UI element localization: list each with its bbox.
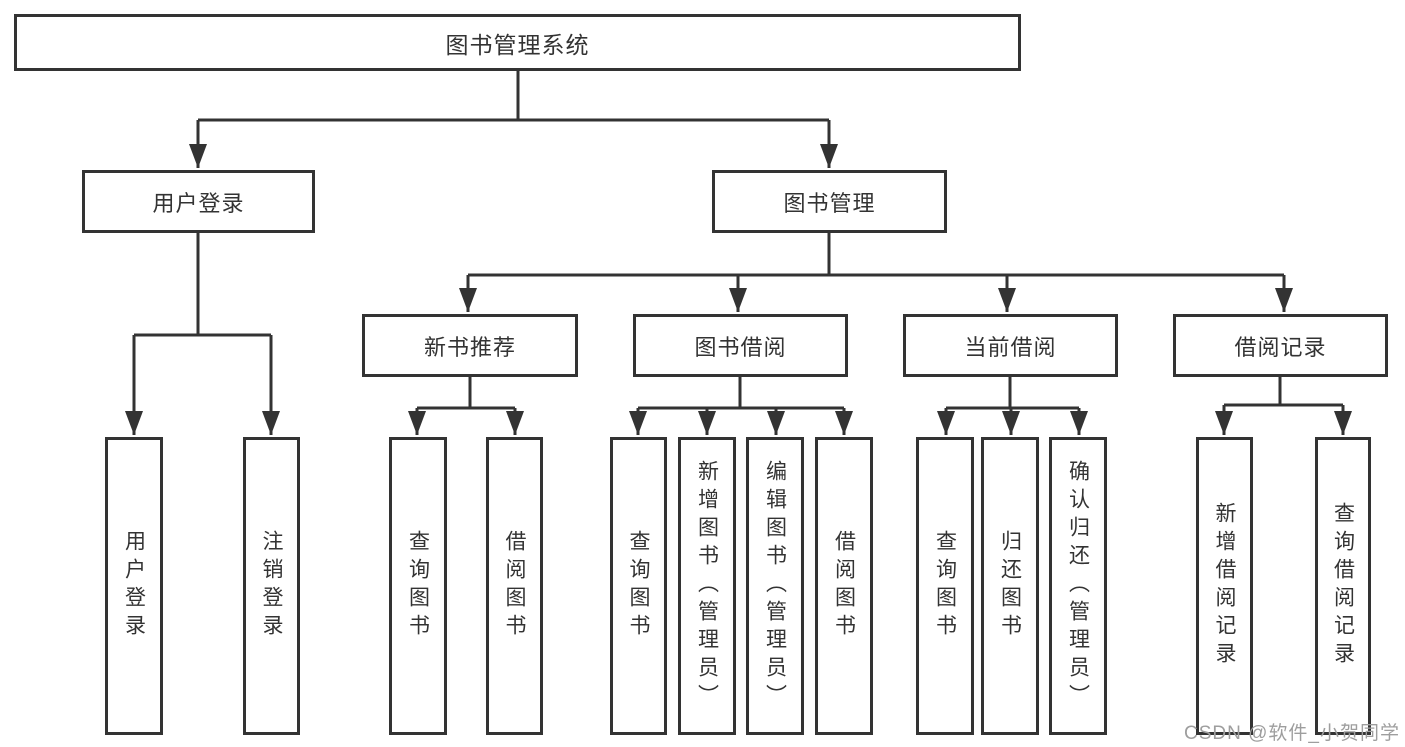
node-current-borrowing-label: 当前借阅	[964, 334, 1057, 360]
node-borrowing-records-label: 借阅记录	[1234, 334, 1327, 360]
node-book-borrowing: 图书借阅	[633, 314, 848, 377]
node-query-borrow-record-label: 查询借阅记录	[1331, 502, 1355, 670]
node-add-book-label: 新增图书（管理员）	[695, 460, 719, 712]
node-borrowing-records: 借阅记录	[1173, 314, 1388, 377]
node-query-book-2-label: 查询图书	[627, 530, 650, 642]
node-confirm-return: 确认归还（管理员）	[1049, 437, 1107, 735]
node-query-book-3: 查询图书	[916, 437, 974, 735]
node-current-borrowing: 当前借阅	[903, 314, 1118, 377]
node-query-book-1: 查询图书	[389, 437, 447, 735]
node-edit-book-label: 编辑图书（管理员）	[763, 460, 787, 712]
node-book-management-label: 图书管理	[783, 190, 876, 216]
node-query-book-1-label: 查询图书	[406, 530, 430, 642]
node-query-book-2: 查询图书	[610, 437, 667, 735]
node-library-system: 图书管理系统	[14, 14, 1021, 71]
node-return-book: 归还图书	[981, 437, 1039, 735]
node-query-book-3-label: 查询图书	[933, 530, 957, 642]
node-logout-leaf: 注销登录	[243, 437, 300, 735]
node-add-borrow-record: 新增借阅记录	[1196, 437, 1253, 735]
node-add-book: 新增图书（管理员）	[678, 437, 736, 735]
node-book-management: 图书管理	[712, 170, 947, 233]
csdn-watermark: CSDN @软件_小贺同学	[1184, 723, 1400, 744]
node-borrow-book-2-label: 借阅图书	[832, 530, 856, 642]
node-user-login-leaf-label: 用户登录	[122, 530, 146, 642]
node-book-borrowing-label: 图书借阅	[694, 334, 787, 360]
node-new-book-recommend-label: 新书推荐	[423, 334, 516, 360]
node-library-system-label: 图书管理系统	[445, 31, 590, 58]
node-add-borrow-record-label: 新增借阅记录	[1213, 502, 1236, 670]
node-borrow-book-1: 借阅图书	[486, 437, 543, 735]
node-user-login: 用户登录	[82, 170, 315, 233]
node-query-borrow-record: 查询借阅记录	[1315, 437, 1371, 735]
node-return-book-label: 归还图书	[998, 530, 1022, 642]
node-logout-leaf-label: 注销登录	[260, 530, 283, 642]
node-user-login-leaf: 用户登录	[105, 437, 163, 735]
node-user-login-label: 用户登录	[152, 190, 245, 216]
node-new-book-recommend: 新书推荐	[362, 314, 578, 377]
node-borrow-book-2: 借阅图书	[815, 437, 873, 735]
node-confirm-return-label: 确认归还（管理员）	[1066, 460, 1090, 712]
node-edit-book: 编辑图书（管理员）	[746, 437, 804, 735]
node-borrow-book-1-label: 借阅图书	[503, 530, 526, 642]
